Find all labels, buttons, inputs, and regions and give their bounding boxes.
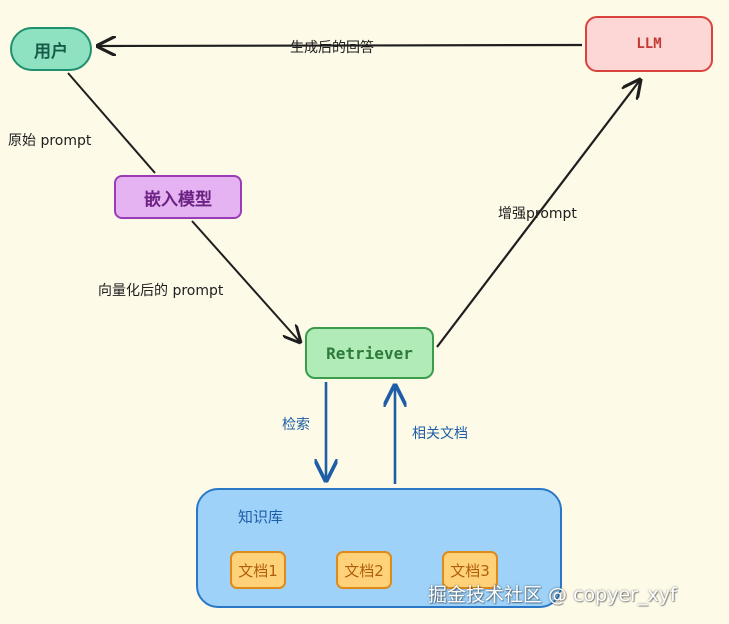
doc-3-label: 文档3 bbox=[450, 561, 490, 580]
doc-2: 文档2 bbox=[336, 551, 392, 589]
knowledge-base-label: 知识库 bbox=[238, 508, 284, 526]
knowledge-base-node: 知识库 文档1 文档2 文档3 bbox=[196, 488, 562, 608]
edge-label-search: 检索 bbox=[282, 417, 310, 433]
edge-label-vector-prompt: 向量化后的 prompt bbox=[98, 283, 224, 299]
llm-label: LLM bbox=[636, 36, 662, 52]
arrow-enhanced-prompt bbox=[436, 80, 640, 348]
edge-label-related-docs: 相关文档 bbox=[412, 426, 468, 442]
arrow-vector-prompt bbox=[191, 220, 300, 342]
arrow-answer bbox=[98, 45, 583, 46]
doc-3: 文档3 bbox=[442, 551, 498, 589]
doc-1: 文档1 bbox=[230, 551, 286, 589]
watermark: 掘金技术社区 @ copyer_xyf bbox=[428, 584, 677, 606]
user-label: 用户 bbox=[34, 41, 68, 62]
user-node: 用户 bbox=[10, 27, 92, 71]
edge-label-answer: 生成后的回答 bbox=[290, 40, 374, 56]
edge-label-enhanced-prompt: 增强prompt bbox=[498, 206, 577, 222]
embedding-model-node: 嵌入模型 bbox=[114, 175, 242, 219]
doc-1-label: 文档1 bbox=[238, 561, 278, 580]
llm-node: LLM bbox=[585, 16, 713, 72]
edge-label-raw-prompt: 原始 prompt bbox=[8, 133, 92, 149]
retriever-label: Retriever bbox=[326, 343, 413, 363]
retriever-node: Retriever bbox=[305, 327, 434, 379]
embedding-model-label: 嵌入模型 bbox=[144, 189, 212, 210]
doc-2-label: 文档2 bbox=[344, 561, 384, 580]
arrow-raw-prompt bbox=[67, 72, 156, 174]
